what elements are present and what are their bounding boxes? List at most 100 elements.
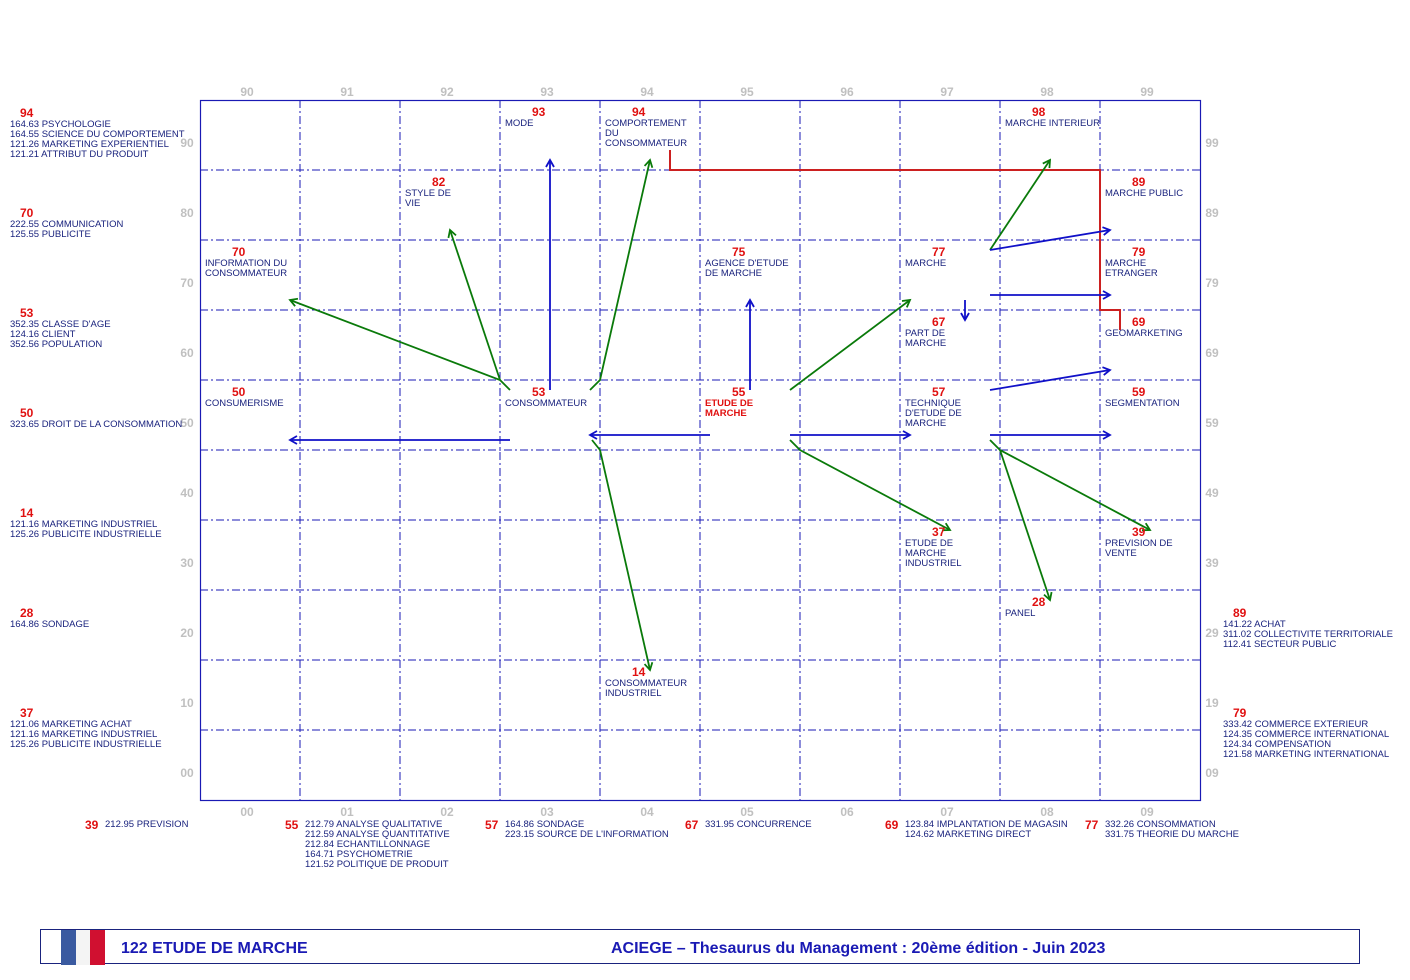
node-label: INFORMATION DU CONSOMMATEUR [205, 258, 288, 279]
green-arrows [288, 158, 1152, 672]
node-number: 28 [1032, 595, 1046, 609]
node-number: 93 [532, 105, 546, 119]
arrow-55-77 [789, 298, 912, 391]
ref-number: 77 [1085, 818, 1099, 832]
axis-bottom-label: 06 [840, 805, 854, 819]
node-number: 59 [1132, 385, 1146, 399]
axis-left-label: 40 [180, 486, 194, 500]
ref-lines: 333.42 COMMERCE EXTERIEUR 124.35 COMMERC… [1223, 719, 1390, 760]
axis-left-label: 90 [180, 136, 194, 150]
arrow-57-39 [989, 439, 1152, 532]
blue-arrows [288, 158, 1112, 445]
axis-left-label: 50 [180, 416, 194, 430]
ref-lines: 331.95 CONCURRENCE [705, 819, 812, 830]
footer-code-title: 122 ETUDE DE MARCHE [121, 940, 308, 957]
node-label: CONSOMMATEUR [505, 398, 588, 409]
ref-lines: 212.95 PREVISION [105, 819, 189, 830]
node-number: 55 [732, 385, 746, 399]
ref-lines: 123.84 IMPLANTATION DE MAGASIN 124.62 MA… [905, 819, 1068, 840]
axis-left-label: 20 [180, 626, 194, 640]
axis-bottom-label: 08 [1040, 805, 1054, 819]
node-number: 98 [1032, 105, 1046, 119]
node-label: MARCHE INTERIEUR [1005, 118, 1101, 129]
arrow-57-28 [999, 449, 1053, 602]
ref-lines: 121.16 MARKETING INDUSTRIEL 125.26 PUBLI… [10, 519, 162, 540]
node-number: 67 [932, 315, 946, 329]
node-label: MARCHE PUBLIC [1105, 188, 1184, 199]
node-number: 53 [532, 385, 546, 399]
ref-number: 39 [85, 818, 99, 832]
axis-right-label: 39 [1205, 556, 1219, 570]
grid-border [199, 99, 1202, 802]
axis-top-label: 96 [840, 85, 854, 99]
axis-right-label: 19 [1205, 696, 1219, 710]
axis-bottom-label: 04 [640, 805, 654, 819]
axis-left-label: 70 [180, 276, 194, 290]
ref-number: 57 [485, 818, 499, 832]
axis-left-label: 60 [180, 346, 194, 360]
grid [200, 100, 1200, 800]
node-label: PREVISION DE VENTE [1105, 538, 1173, 559]
node-number: 77 [932, 245, 946, 259]
ref-lines: 164.86 SONDAGE 223.15 SOURCE DE L'INFORM… [505, 819, 669, 840]
axis-top-label: 90 [240, 85, 254, 99]
node-number: 57 [932, 385, 946, 399]
axis-right-label: 69 [1205, 346, 1219, 360]
french-flag-icon [61, 930, 106, 965]
node-label: COMPORTEMENT DU CONSOMMATEUR [605, 118, 688, 149]
footer-publisher: ACIEGE – Thesaurus du Management : 20ème… [611, 940, 1106, 957]
node-label: MARCHE ETRANGER [1105, 258, 1158, 279]
node-label: GEOMARKETING [1105, 328, 1183, 339]
node-label: TECHNIQUE D'ETUDE DE MARCHE [905, 398, 962, 429]
arrow-55-14 [591, 439, 654, 672]
ref-number: 55 [285, 818, 299, 832]
axis-right-label: 99 [1205, 136, 1219, 150]
node-label: PART DE MARCHE [905, 328, 947, 349]
ref-lines: 323.65 DROIT DE LA CONSOMMATION [10, 419, 183, 430]
ref-lines: 352.35 CLASSE D'AGE 124.16 CLIENT 352.56… [10, 319, 111, 350]
ref-number: 69 [885, 818, 899, 832]
axis-top-label: 98 [1040, 85, 1054, 99]
arrow-55-37 [789, 439, 952, 532]
node-label: STYLE DE VIE [405, 188, 451, 209]
axis-top-label: 99 [1140, 85, 1154, 99]
node-label: CONSUMERISME [205, 398, 284, 409]
axis-bottom-label: 02 [440, 805, 454, 819]
axis-bottom-label: 00 [240, 805, 254, 819]
node-number: 50 [232, 385, 246, 399]
footer-bar: 122 ETUDE DE MARCHE ACIEGE – Thesaurus d… [40, 929, 1360, 965]
node-label: PANEL [1005, 608, 1036, 619]
bottom-ref-69: 69 123.84 IMPLANTATION DE MAGASIN 124.62 … [885, 819, 1068, 840]
node-label: CONSOMMATEUR INDUSTRIEL [605, 678, 688, 699]
arrow-53-82 [447, 228, 501, 381]
axis-top-label: 91 [340, 85, 354, 99]
axis-bottom-label: 07 [940, 805, 954, 819]
axis-right-label: 49 [1205, 486, 1219, 500]
ref-number: 70 [20, 206, 34, 220]
axis-bottom-label: 09 [1140, 805, 1154, 819]
